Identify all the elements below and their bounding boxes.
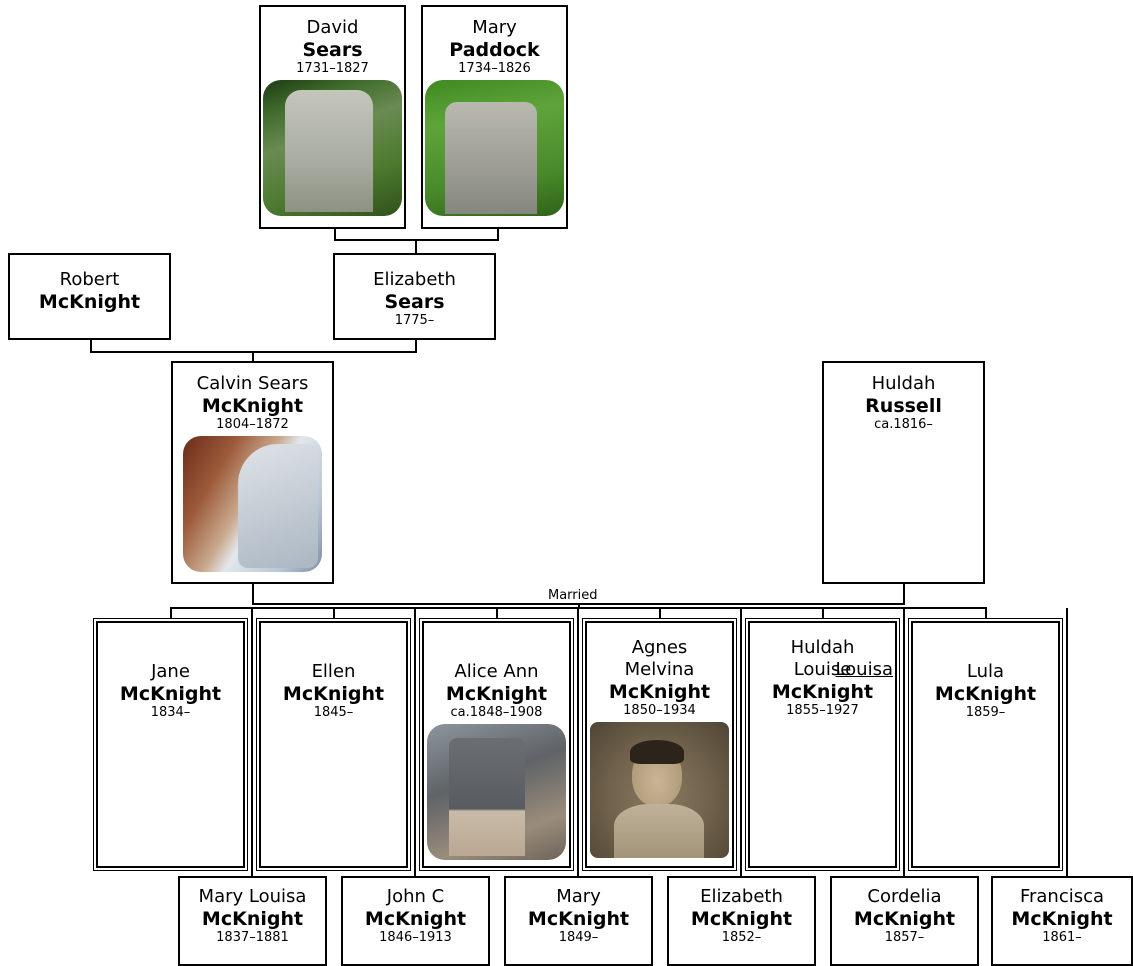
- person-box-john-c-mcknight[interactable]: John C McKnight 1846–1913: [341, 876, 490, 966]
- person-box-francisca-mcknight[interactable]: Francisca McKnight 1861–: [991, 876, 1133, 966]
- life-dates: 1861–: [1042, 930, 1082, 945]
- given-name: Francisca: [1019, 886, 1105, 907]
- connector-line: [822, 608, 824, 618]
- person-box-lula-mcknight[interactable]: Lula McKnight 1859–: [908, 618, 1063, 871]
- connector-line: [659, 608, 661, 618]
- life-dates: 1859–: [965, 705, 1006, 720]
- surname: McKnight: [771, 681, 874, 703]
- given-name: Mary: [472, 17, 517, 38]
- portrait-photo: [590, 722, 729, 858]
- given-name: Jane: [151, 661, 190, 682]
- given-name: Elizabeth: [373, 269, 456, 290]
- connector-line: [415, 240, 417, 254]
- given-name: John C: [386, 886, 445, 907]
- life-dates: 1857–: [884, 930, 925, 945]
- given-name: Calvin Sears: [196, 373, 309, 394]
- connector-line: [333, 608, 335, 618]
- surname: McKnight: [690, 908, 793, 930]
- connector-line: [415, 339, 417, 352]
- gravestone-photo: [263, 80, 402, 216]
- life-dates: 1804–1872: [216, 417, 289, 432]
- life-dates: ca.1848–1908: [450, 705, 543, 720]
- connector-line: [496, 608, 498, 618]
- life-dates: 1775–: [394, 313, 435, 328]
- person-box-calvin-sears-mcknight[interactable]: Calvin Sears McKnight 1804–1872: [171, 361, 334, 584]
- connector-line: [334, 228, 336, 240]
- married-label: Married: [544, 589, 602, 603]
- surname: Paddock: [449, 39, 540, 61]
- gravestone-photo: [183, 436, 322, 572]
- surname: McKnight: [1011, 908, 1113, 930]
- connector-line: [740, 608, 742, 876]
- connector-line: [170, 608, 172, 618]
- life-dates: ca.1816–: [874, 417, 933, 432]
- life-dates: 1734–1826: [458, 61, 531, 76]
- surname: McKnight: [608, 681, 711, 703]
- life-dates: 1837–1881: [216, 930, 289, 945]
- given-name: David: [306, 17, 359, 38]
- person-box-mary-mcknight[interactable]: Mary McKnight 1849–: [504, 876, 653, 966]
- given-name: Alice Ann: [454, 661, 539, 682]
- connector-line: [497, 228, 499, 240]
- connector-line: [903, 608, 905, 876]
- connector-line: [414, 608, 416, 876]
- given-name: Mary: [556, 886, 601, 907]
- gravestone-photo: [425, 80, 564, 216]
- connector-line: [251, 608, 253, 876]
- connector-line: [1066, 608, 1068, 876]
- surname: McKnight: [38, 291, 141, 313]
- life-dates: 1845–: [313, 705, 354, 720]
- surname: McKnight: [201, 395, 304, 417]
- person-box-ellen-mcknight[interactable]: Ellen McKnight 1845–: [256, 618, 411, 871]
- connector-line: [252, 352, 254, 362]
- connector-line: [985, 608, 987, 618]
- given-name: Lula: [966, 661, 1005, 682]
- life-dates: 1852–: [721, 930, 762, 945]
- given-name: Agnes Melvina: [624, 637, 695, 680]
- connector-line: [252, 583, 254, 604]
- given-name: Cordelia: [867, 886, 942, 907]
- surname: Sears: [302, 39, 363, 61]
- given-name: Ellen: [311, 661, 356, 682]
- given-name: Robert: [59, 269, 120, 290]
- connector-line: [90, 339, 92, 352]
- surname: Sears: [384, 291, 445, 313]
- life-dates: 1834–: [150, 705, 191, 720]
- gravestone-photo: [427, 724, 566, 860]
- person-box-huldah-russell[interactable]: Huldah Russell ca.1816–: [822, 361, 985, 584]
- life-dates: 1855–1927: [786, 703, 859, 718]
- person-box-jane-mcknight[interactable]: Jane McKnight 1834–: [93, 618, 248, 871]
- person-box-huldah-louise-mcknight[interactable]: Huldah Louise Louisa McKnight 1855–1927: [745, 618, 900, 871]
- given-name: Mary Louisa: [198, 886, 307, 907]
- surname: McKnight: [201, 908, 304, 930]
- life-dates: 1850–1934: [623, 703, 696, 718]
- person-box-robert-mcknight[interactable]: Robert McKnight: [8, 253, 171, 340]
- connector-line: [578, 604, 580, 608]
- person-box-mary-louisa-mcknight[interactable]: Mary Louisa McKnight 1837–1881: [178, 876, 327, 966]
- life-dates: 1849–: [558, 930, 599, 945]
- surname: McKnight: [445, 683, 548, 705]
- alternate-given-name: Louisa: [835, 659, 893, 680]
- surname: McKnight: [282, 683, 385, 705]
- person-box-david-sears[interactable]: David Sears 1731–1827: [259, 5, 406, 229]
- given-name: Elizabeth: [700, 886, 783, 907]
- surname: McKnight: [527, 908, 630, 930]
- life-dates: 1846–1913: [379, 930, 452, 945]
- given-name: Huldah Louise: [790, 637, 855, 680]
- given-name: Huldah: [871, 373, 936, 394]
- surname: McKnight: [934, 683, 1037, 705]
- surname: McKnight: [364, 908, 467, 930]
- surname: McKnight: [119, 683, 222, 705]
- person-box-elizabeth-mcknight[interactable]: Elizabeth McKnight 1852–: [667, 876, 816, 966]
- person-box-cordelia-mcknight[interactable]: Cordelia McKnight 1857–: [830, 876, 979, 966]
- person-box-mary-paddock[interactable]: Mary Paddock 1734–1826: [421, 5, 568, 229]
- person-box-elizabeth-sears[interactable]: Elizabeth Sears 1775–: [333, 253, 496, 340]
- person-box-alice-ann-mcknight[interactable]: Alice Ann McKnight ca.1848–1908: [419, 618, 574, 871]
- person-box-agnes-melvina-mcknight[interactable]: Agnes Melvina McKnight 1850–1934: [582, 618, 737, 871]
- connector-line: [903, 583, 905, 604]
- life-dates: 1731–1827: [296, 61, 369, 76]
- connector-line: [577, 608, 579, 876]
- surname: McKnight: [853, 908, 956, 930]
- surname: Russell: [865, 395, 942, 417]
